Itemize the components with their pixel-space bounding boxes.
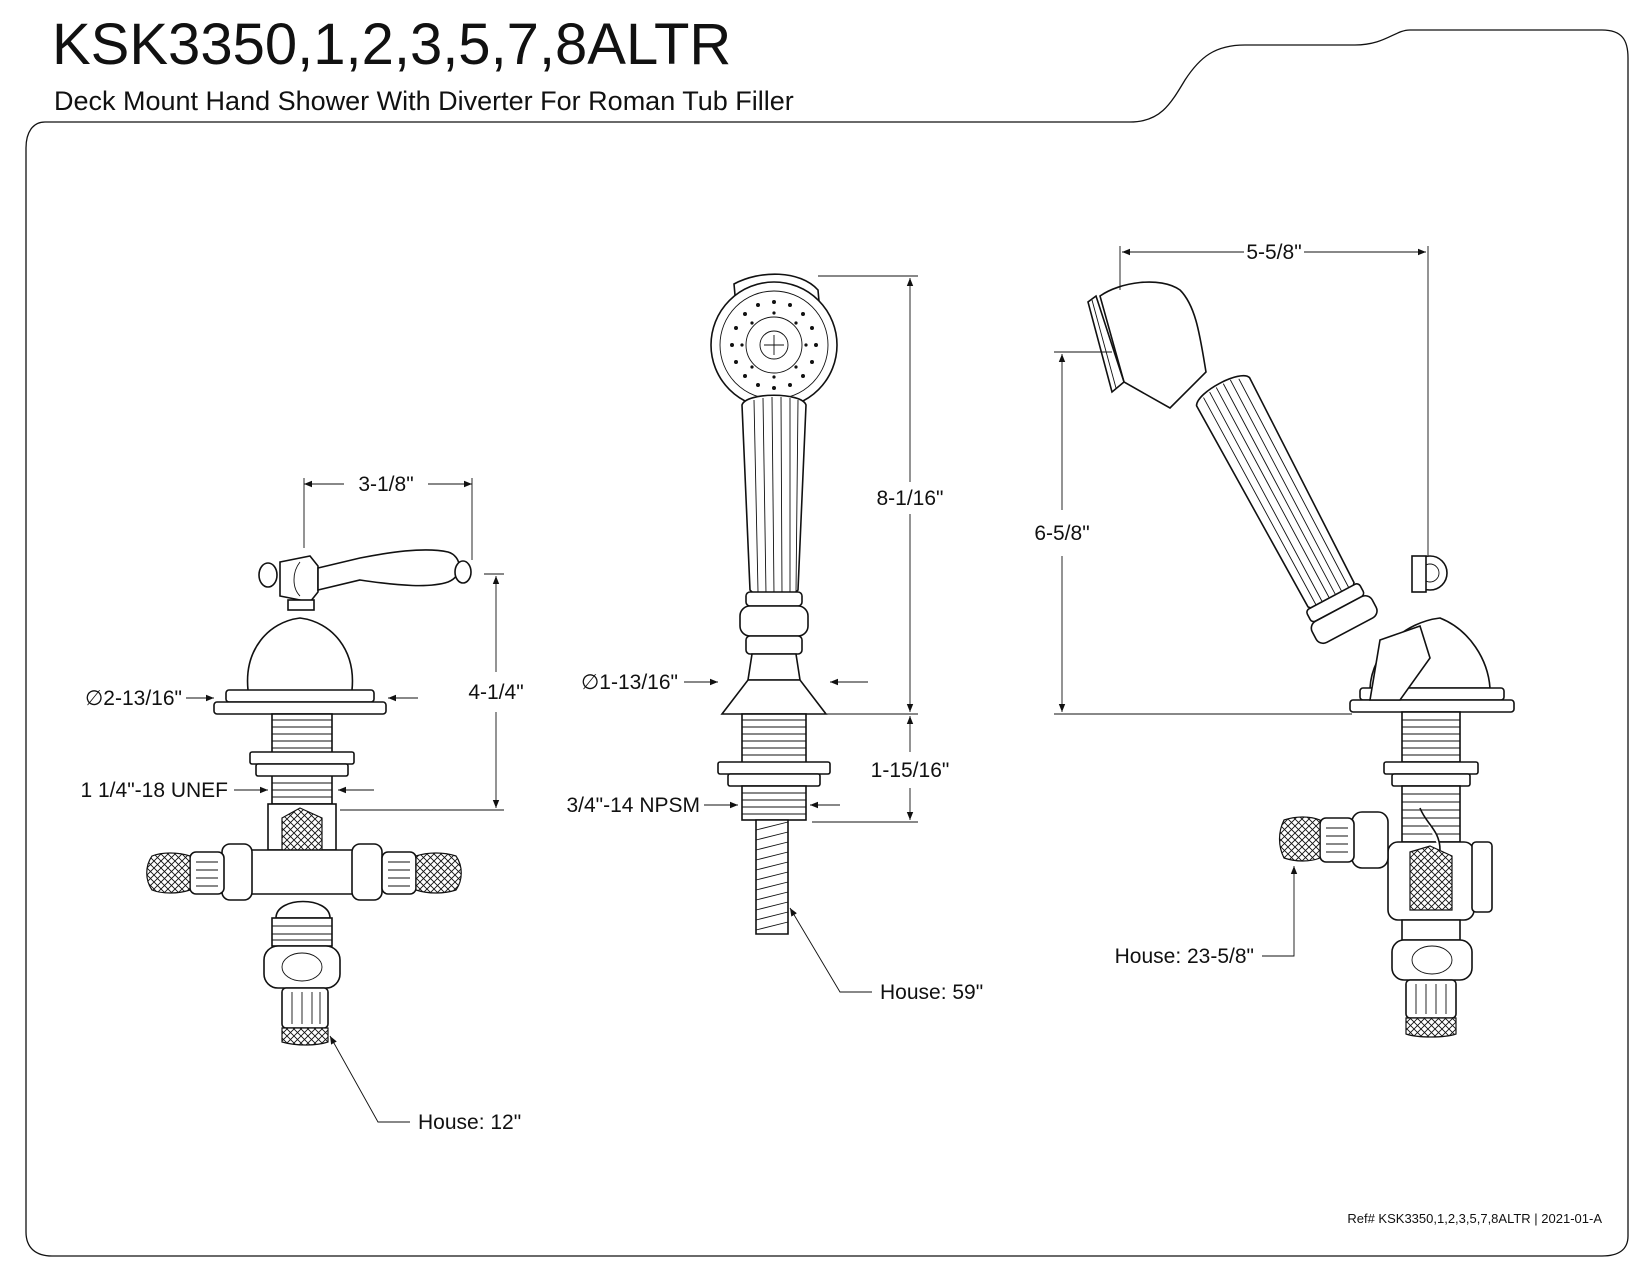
handle-coupling <box>720 591 828 715</box>
lever-handle <box>258 549 472 611</box>
dim-diverter-diameter: ∅2-13/16" <box>85 687 182 710</box>
dim-front-diameter: ∅1-13/16" <box>581 671 678 694</box>
sheet-frame <box>25 29 1629 1257</box>
callout-front-hose: House: 59" <box>880 981 983 1004</box>
page-subtitle: Deck Mount Hand Shower With Diverter For… <box>54 86 794 116</box>
dim-front-thread: 3/4"-14 NPSM <box>566 794 700 817</box>
side-spray-head <box>1087 281 1207 409</box>
spray-head <box>710 273 838 409</box>
dim-front-shank: 1-15/16" <box>871 759 950 782</box>
valve-body <box>146 803 462 1046</box>
dim-side-height: 6-5/8" <box>1034 522 1089 545</box>
side-holder-body <box>1349 617 1515 713</box>
diverter-view: 3-1/8" 4-1/4" ∅2-13/16" 1 1/4"-18 UNEF H… <box>80 473 523 1134</box>
dim-diverter-width: 3-1/8" <box>358 473 413 496</box>
dim-front-height: 8-1/16" <box>877 487 944 510</box>
callout-side-hose: House: 23-5/8" <box>1115 945 1254 968</box>
fluted-handle <box>741 394 807 599</box>
threaded-shank <box>249 713 355 805</box>
front-hose <box>755 819 789 935</box>
side-shank <box>1383 711 1479 843</box>
reference-footer: Ref# KSK3350,1,2,3,5,7,8ALTR | 2021-01-A <box>1347 1211 1602 1226</box>
side-valve-body <box>1278 807 1493 1038</box>
handshower-side-view: 5-5/8" 6-5/8" House: 23-5/8" <box>1034 241 1515 1038</box>
escutcheon-bell <box>213 617 387 715</box>
handshower-front-view: 8-1/16" ∅1-13/16" 1-15/16" 3/4"-14 NPSM … <box>566 273 983 1004</box>
dim-diverter-height: 4-1/4" <box>468 681 523 704</box>
dim-diverter-thread: 1 1/4"-18 UNEF <box>80 779 228 802</box>
side-fluted-handle <box>1195 375 1378 645</box>
dim-side-width: 5-5/8" <box>1246 241 1301 264</box>
front-shank <box>717 713 831 821</box>
page-title: KSK3350,1,2,3,5,7,8ALTR <box>52 12 732 77</box>
spray-nozzles <box>730 300 818 390</box>
callout-diverter-hose: House: 12" <box>418 1111 521 1134</box>
